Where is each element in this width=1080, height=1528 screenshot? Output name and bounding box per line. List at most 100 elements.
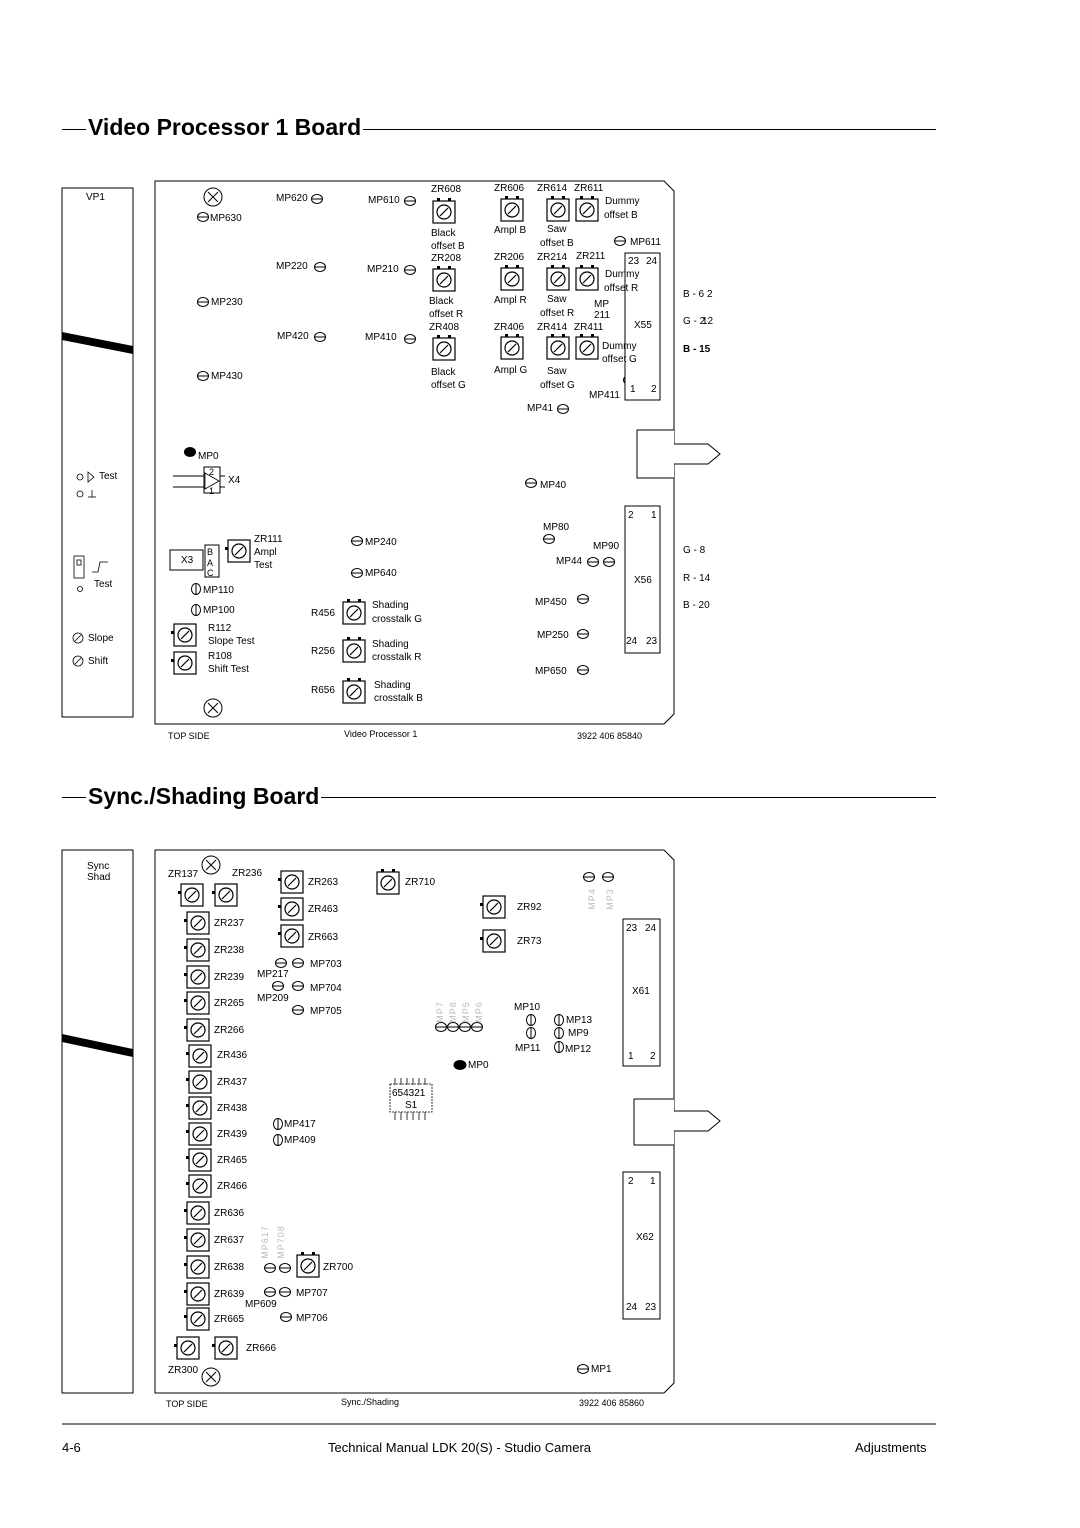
label-shading3: Shading bbox=[374, 680, 411, 691]
label-mp217: MP217 bbox=[257, 969, 289, 980]
label-crosstalk-b: crosstalk B bbox=[374, 693, 423, 704]
label-saw-g: Saw bbox=[547, 366, 567, 377]
label-zr710: ZR710 bbox=[405, 877, 436, 888]
label-zr637: ZR637 bbox=[214, 1235, 245, 1246]
label-mp10: MP10 bbox=[514, 1002, 541, 1013]
x62-pin-2: 2 bbox=[628, 1176, 634, 1187]
label-x4: X4 bbox=[228, 475, 241, 486]
ref-b6: B - 6 bbox=[683, 289, 705, 300]
label-crosstalk-r: crosstalk R bbox=[372, 652, 422, 663]
label-mp9: MP9 bbox=[568, 1028, 589, 1039]
x56-pin-2: 2 bbox=[628, 510, 634, 521]
label-shading2: Shading bbox=[372, 639, 409, 650]
label-zr111: ZR111 bbox=[254, 534, 283, 545]
label-mp409: MP409 bbox=[284, 1135, 316, 1146]
label-mp704: MP704 bbox=[310, 983, 342, 994]
label-zr465: ZR465 bbox=[217, 1155, 248, 1166]
label-mp13: MP13 bbox=[566, 1015, 593, 1026]
label-mp220: MP220 bbox=[276, 261, 308, 272]
ref-b15: B - 15 bbox=[683, 344, 711, 355]
label-crosstalk-g: crosstalk G bbox=[372, 614, 423, 625]
label-zr236: ZR236 bbox=[232, 868, 263, 879]
x61-pin-23: 23 bbox=[626, 923, 638, 934]
label-ampl-r: Ampl R bbox=[494, 295, 527, 306]
footer-chapter: Adjustments bbox=[855, 1440, 927, 1455]
label-zr92: ZR92 bbox=[517, 902, 542, 913]
label-zr414: ZR414 bbox=[537, 322, 568, 333]
ref-g2-overprint: 12 bbox=[702, 316, 714, 327]
label-mp250: MP250 bbox=[537, 630, 569, 641]
x55-label: X55 bbox=[634, 320, 652, 331]
label-mp240: MP240 bbox=[365, 537, 397, 548]
ref-r14: R - 14 bbox=[683, 573, 711, 584]
label-mp12: MP12 bbox=[565, 1044, 592, 1055]
label-r112: R112 bbox=[208, 623, 232, 634]
label-zr73: ZR73 bbox=[517, 936, 542, 947]
section1-title: Video Processor 1 Board bbox=[86, 114, 364, 141]
s1-top-side: TOP SIDE bbox=[168, 731, 210, 741]
footer-page-number: 4-6 bbox=[62, 1440, 81, 1455]
label-mp110: MP110 bbox=[203, 585, 234, 596]
label-black-b: Black bbox=[431, 228, 456, 239]
label-mp417: MP417 bbox=[284, 1119, 316, 1130]
x62-pin-24: 24 bbox=[626, 1302, 638, 1313]
label-zr300: ZR300 bbox=[168, 1365, 199, 1376]
ref-g8: G - 8 bbox=[683, 545, 706, 556]
label-mp610: MP610 bbox=[368, 195, 400, 206]
label-shift-test: Shift Test bbox=[208, 664, 249, 675]
label-mp44: MP44 bbox=[556, 556, 583, 567]
x56-pin-23: 23 bbox=[646, 636, 658, 647]
label-saw-r: Saw bbox=[547, 294, 567, 305]
label-mp611: MP611 bbox=[630, 237, 661, 248]
label-zr411: ZR411 bbox=[574, 322, 604, 333]
label-mp4: MP4 bbox=[586, 888, 597, 910]
label-zr437: ZR437 bbox=[217, 1077, 248, 1088]
label-ampl: Ampl bbox=[254, 547, 277, 558]
label-zr663: ZR663 bbox=[308, 932, 339, 943]
label-zr438: ZR438 bbox=[217, 1103, 248, 1114]
label-zr214: ZR214 bbox=[537, 252, 568, 263]
label-mp211a: MP bbox=[594, 299, 609, 310]
label-black-r: Black bbox=[429, 296, 454, 307]
label-mp211b: 211 bbox=[594, 310, 610, 321]
label-slope-test: Slope Test bbox=[208, 636, 255, 647]
label-mp708: MP708 bbox=[275, 1225, 286, 1259]
label-offset-b2: offset B bbox=[540, 238, 574, 249]
x62-pin-1: 1 bbox=[650, 1176, 656, 1187]
x61-label: X61 bbox=[632, 986, 650, 997]
x62-pin-23: 23 bbox=[645, 1302, 657, 1313]
label-zr463: ZR463 bbox=[308, 904, 339, 915]
footer-manual-title: Technical Manual LDK 20(S) - Studio Came… bbox=[328, 1440, 592, 1455]
label-dummy-g2: offset G bbox=[602, 354, 637, 365]
label-mp420: MP420 bbox=[277, 331, 309, 342]
label-shading1: Shading bbox=[372, 600, 409, 611]
label-saw-b: Saw bbox=[547, 224, 567, 235]
sync-panel-label-2: Shad bbox=[87, 872, 111, 883]
label-mp707: MP707 bbox=[296, 1288, 328, 1299]
label-ampl-g: Ampl G bbox=[494, 365, 528, 376]
x62-label: X62 bbox=[636, 1232, 654, 1243]
section1-rule bbox=[62, 129, 936, 130]
label-offset-r2: offset R bbox=[540, 308, 575, 319]
label-mp630: MP630 bbox=[210, 213, 242, 224]
label-zr206: ZR206 bbox=[494, 252, 525, 263]
label-mp210: MP210 bbox=[367, 264, 399, 275]
panel-slope-label: Slope bbox=[88, 633, 114, 644]
x61-pin-1: 1 bbox=[628, 1051, 634, 1062]
label-mp11: MP11 bbox=[515, 1043, 541, 1054]
label-x3: X3 bbox=[181, 555, 194, 566]
label-zr238: ZR238 bbox=[214, 945, 245, 956]
label-mp410: MP410 bbox=[365, 332, 397, 343]
label-zr408: ZR408 bbox=[429, 322, 460, 333]
label-mp609: MP609 bbox=[245, 1299, 277, 1310]
label-zr439: ZR439 bbox=[217, 1129, 248, 1140]
label-mp705: MP705 bbox=[310, 1006, 342, 1017]
label-zr611: ZR611 bbox=[574, 183, 604, 194]
label-zr665: ZR665 bbox=[214, 1314, 245, 1325]
label-dummy-b: Dummy bbox=[605, 196, 640, 207]
label-mp0-s2: MP0 bbox=[468, 1060, 489, 1071]
label-dummy-r: Dummy bbox=[605, 269, 640, 280]
label-ampl-b: Ampl B bbox=[494, 225, 527, 236]
label-mp209: MP209 bbox=[257, 993, 289, 1004]
label-zr608: ZR608 bbox=[431, 184, 462, 195]
